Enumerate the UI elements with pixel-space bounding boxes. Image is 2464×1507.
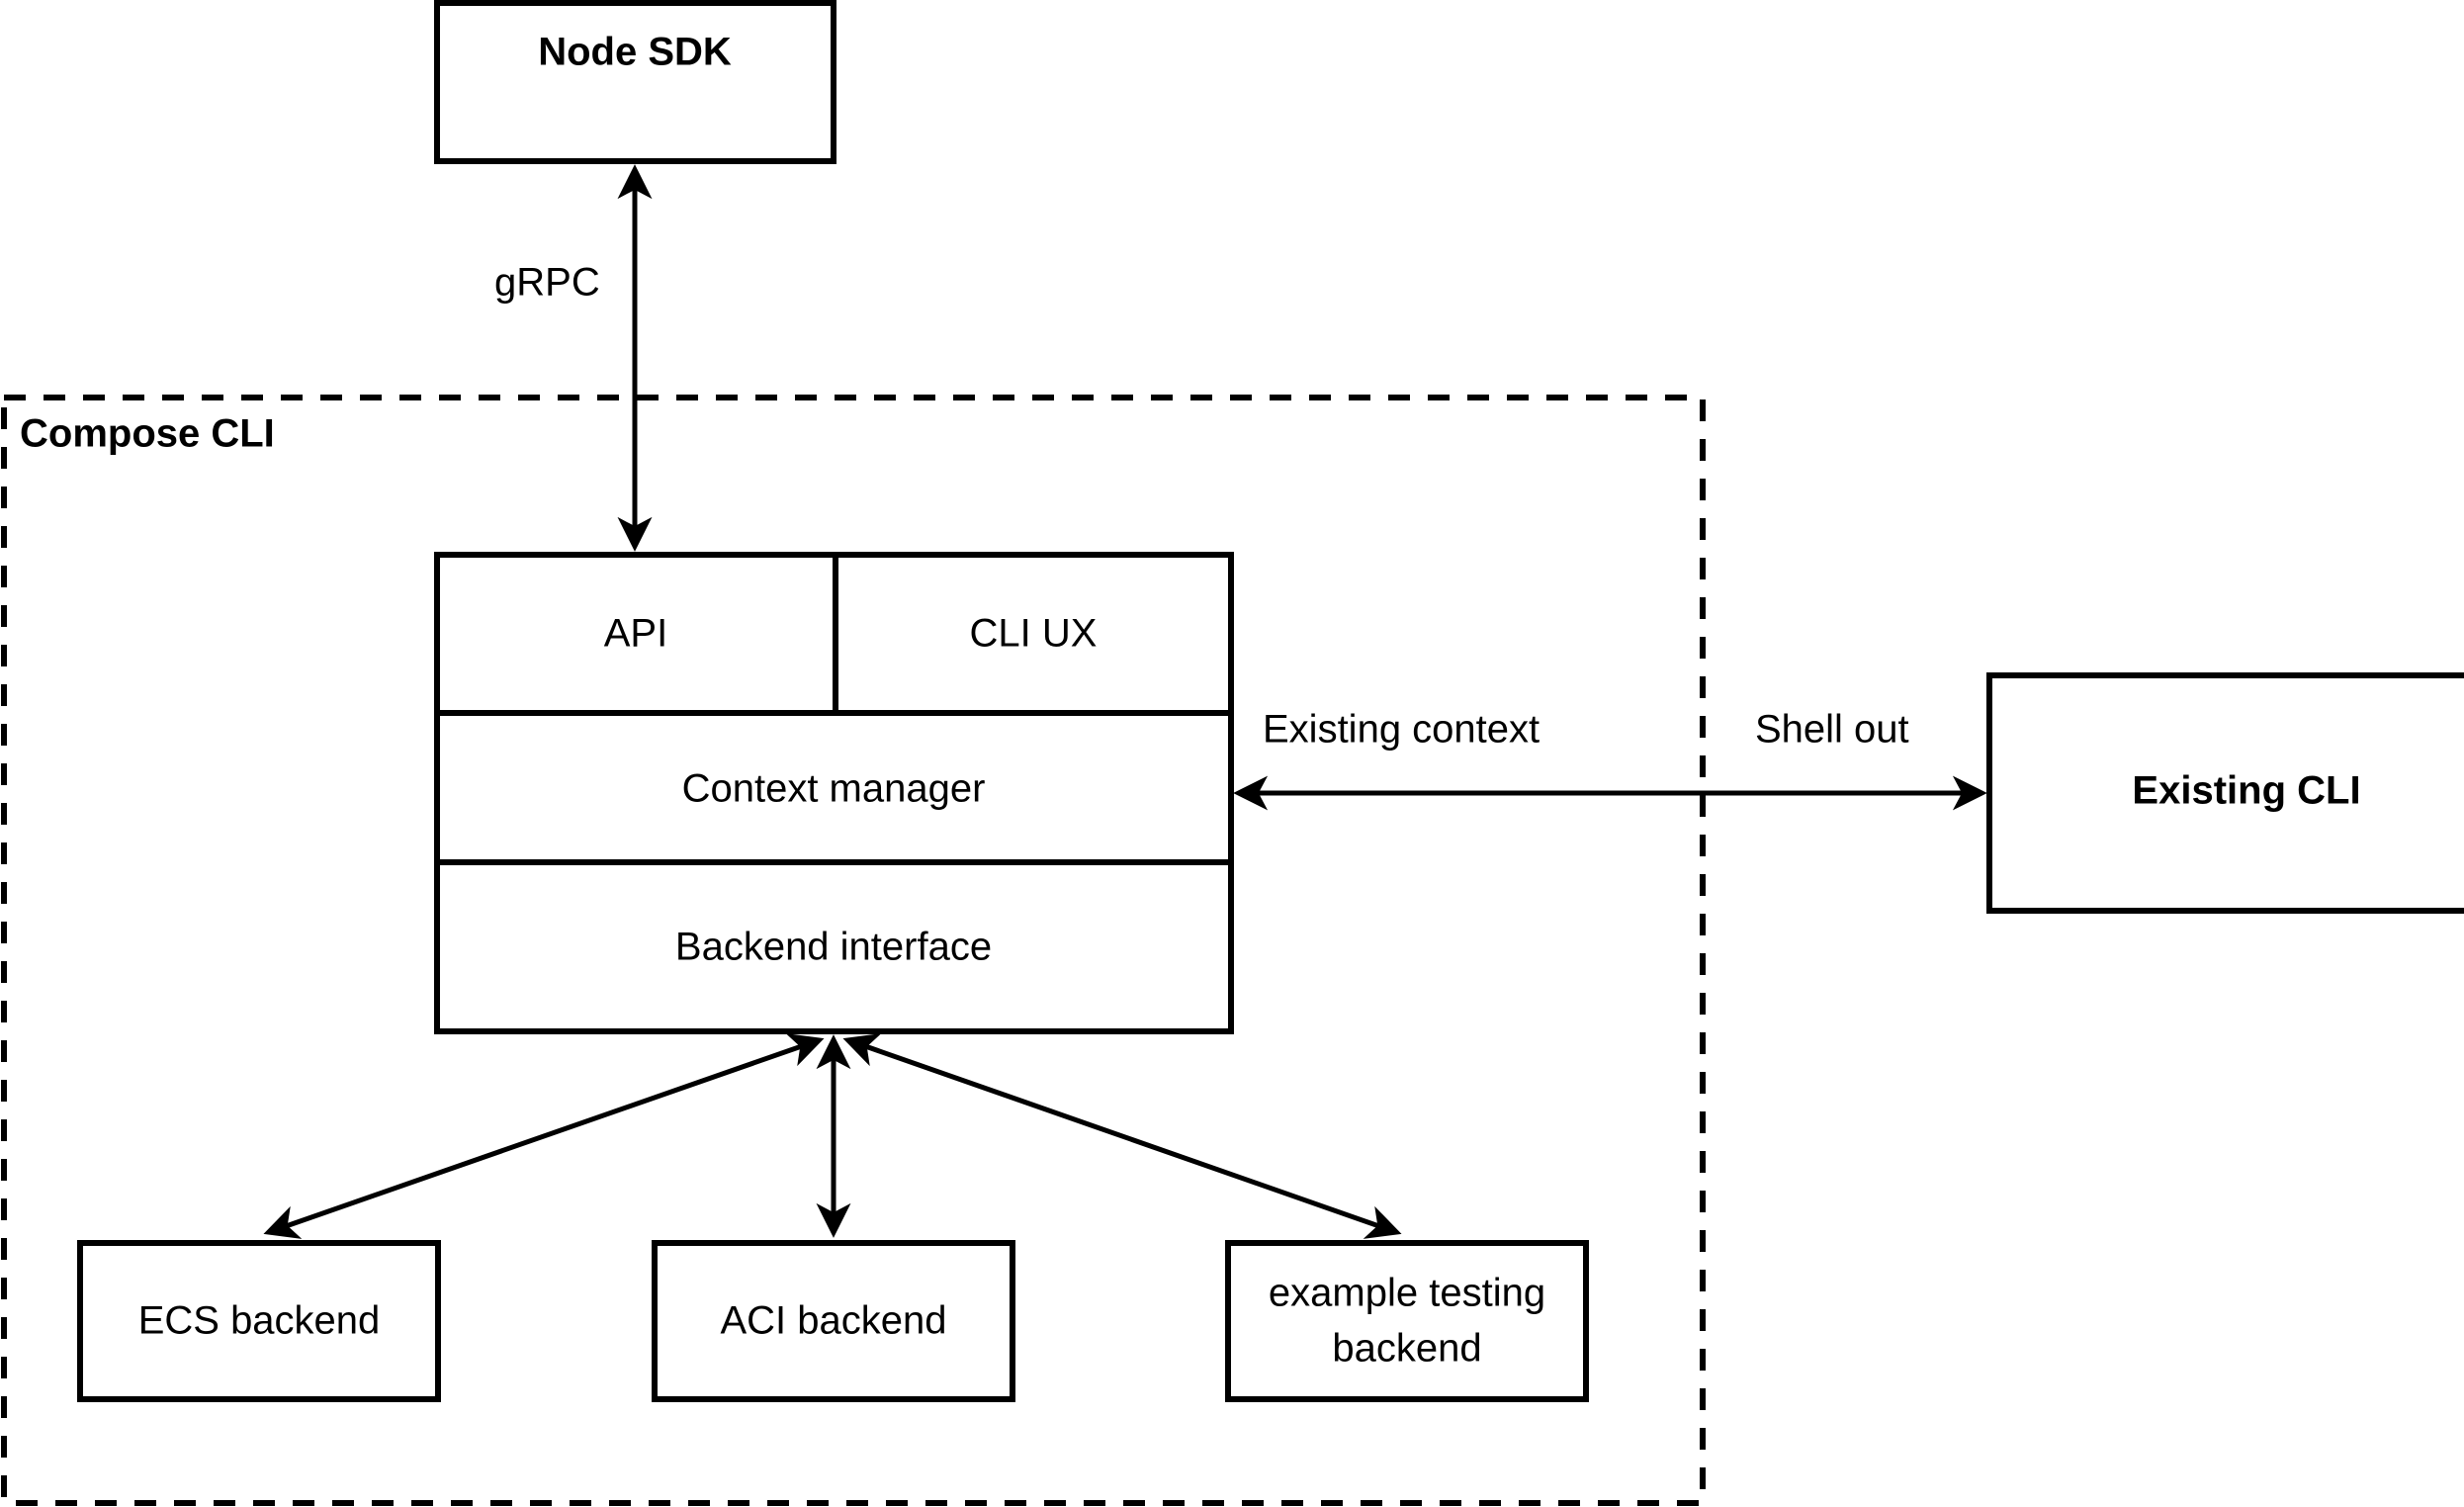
node-sdk-box[interactable] (434, 0, 836, 164)
cli-ux-label: CLI UX (970, 612, 1098, 656)
existing-cli-node[interactable]: Existing CLI (1986, 672, 2464, 914)
ecs-backend-node[interactable]: ECS backend (77, 1240, 441, 1402)
grpc-edge-label: gRPC (494, 261, 600, 305)
shell-out-edge-label: Shell out (1755, 708, 1909, 752)
grpc-edge: gRPC (494, 164, 653, 552)
compose-cli-group: Compose CLI (1, 395, 1706, 1506)
example-testing-backend-label-line1: example testing (1269, 1272, 1545, 1315)
example-testing-backend-box[interactable] (1225, 1240, 1589, 1402)
backend-fanout-edges (263, 1033, 1402, 1239)
backend-to-ecs-arrow (263, 1033, 825, 1239)
api-label: API (604, 612, 667, 656)
backend-to-example-arrow (842, 1033, 1402, 1239)
aci-backend-node[interactable]: ACI backend (652, 1240, 1015, 1402)
existing-cli-label: Existing CLI (2132, 769, 2360, 813)
existing-cli-edge: Existing context Shell out (1233, 708, 1987, 811)
existing-context-edge-label: Existing context (1263, 708, 1540, 752)
ecs-backend-box[interactable] (77, 1240, 441, 1402)
node-sdk-label: Node SDK (538, 31, 732, 74)
backend-interface-label: Backend interface (675, 926, 992, 969)
node-sdk-node[interactable]: Node SDK (434, 0, 836, 164)
example-testing-backend-node[interactable]: example testing backend (1225, 1240, 1589, 1402)
ecs-backend-label: ECS backend (138, 1299, 381, 1343)
existing-cli-box[interactable] (1986, 672, 2464, 914)
aci-backend-box[interactable] (652, 1240, 1015, 1402)
context-manager-label: Context manager (682, 767, 986, 811)
compose-cli-group-label: Compose CLI (20, 412, 275, 456)
compose-cli-group-border (1, 395, 1706, 1506)
example-testing-backend-label-line2: backend (1332, 1327, 1481, 1371)
compose-core-stack: API CLI UX Context manager Backend inter… (434, 552, 1234, 1034)
aci-backend-label: ACI backend (720, 1299, 946, 1343)
